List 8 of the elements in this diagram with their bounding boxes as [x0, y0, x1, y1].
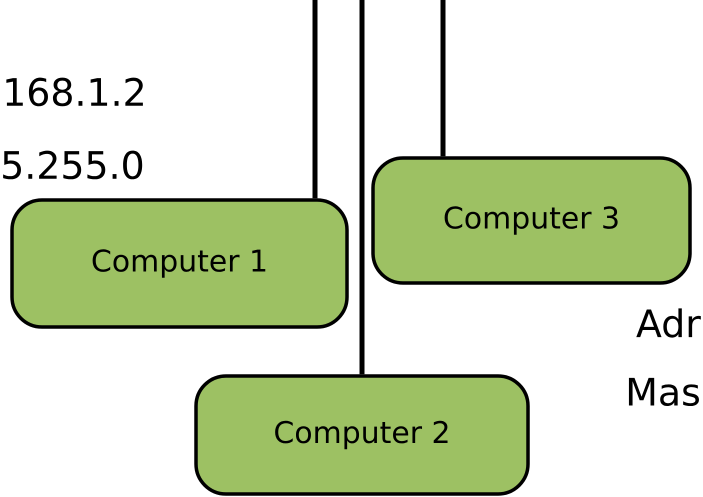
address-text: Mas — [628, 378, 699, 406]
connector-line — [440, 0, 446, 156]
connector-line — [360, 0, 364, 374]
connector-line — [312, 0, 318, 198]
computer-box: Computer 3 — [371, 156, 692, 285]
address-text: 168.1.2 — [6, 78, 143, 106]
computer-box: Computer 2 — [194, 374, 530, 496]
computer-box: Computer 1 — [10, 198, 349, 329]
